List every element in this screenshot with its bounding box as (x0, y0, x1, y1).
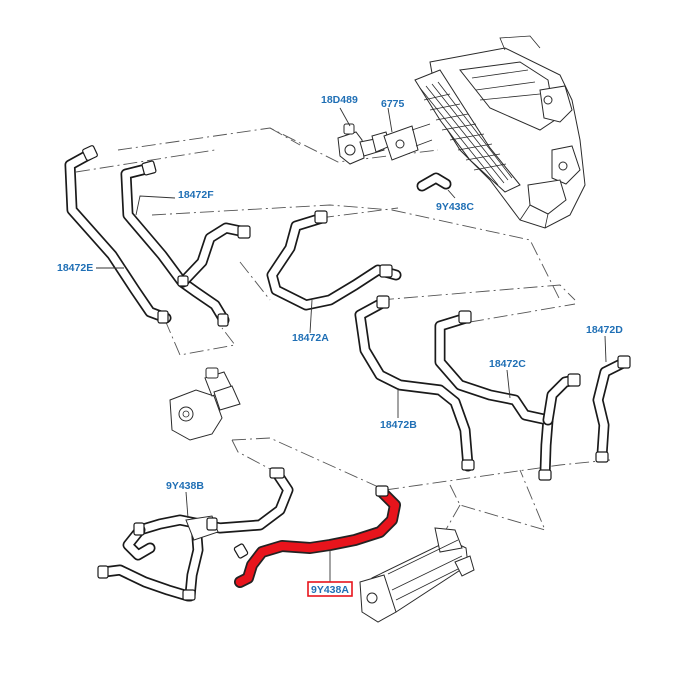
label-6775: 6775 (381, 98, 405, 110)
label-18D489: 18D489 (321, 94, 358, 106)
label-9Y438A: 9Y438A (311, 584, 349, 596)
label-9Y438B: 9Y438B (166, 480, 204, 492)
label-18472C: 18472C (489, 358, 526, 370)
heater-core-unit (414, 35, 586, 229)
hose-9Y438A-highlighted (233, 485, 401, 588)
assembly-guide-lines (75, 127, 611, 541)
hose-18472D (592, 355, 631, 463)
control-valve-18D489 (337, 123, 391, 165)
hose-18472E (64, 145, 172, 324)
hose-18472B (354, 295, 475, 472)
elbow-9Y438C (416, 172, 452, 192)
hose-18472F (120, 160, 251, 327)
hose-assembly-9Y438B (97, 467, 294, 602)
label-18472A: 18472A (292, 332, 329, 344)
hose-18472A (266, 210, 402, 311)
coolant-outlet-housing (169, 367, 241, 441)
label-18472F: 18472F (178, 189, 214, 201)
bracket-6775 (383, 123, 433, 161)
label-18472B: 18472B (380, 419, 417, 431)
part-labels: 18D489 6775 18472F 18472E 9Y438C 18472A … (57, 94, 623, 597)
highlight-label-box (307, 581, 353, 597)
label-9Y438C: 9Y438C (436, 201, 474, 213)
label-18472E: 18472E (57, 262, 93, 274)
hose-18472C (434, 310, 581, 481)
label-18472D: 18472D (586, 324, 623, 336)
egr-cooler (359, 527, 475, 623)
leader-lines (96, 107, 607, 582)
